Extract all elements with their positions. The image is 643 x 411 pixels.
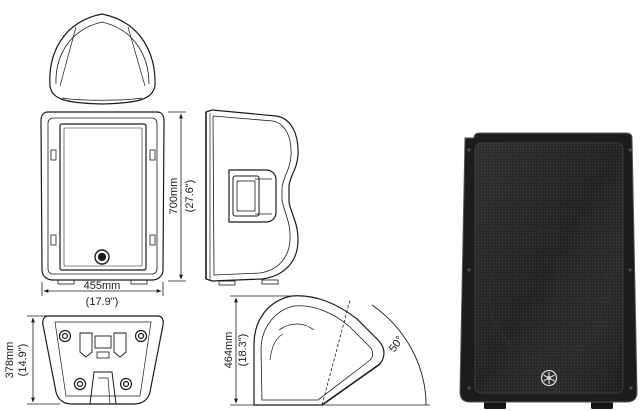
dimension-lines bbox=[27, 111, 290, 406]
brand-logo-icon bbox=[540, 369, 558, 387]
tilt-height-mm-label: 464mm bbox=[223, 332, 235, 369]
rear-view-drawing bbox=[40, 111, 165, 285]
height-in-label: (27.6") bbox=[184, 180, 196, 213]
top-view-drawing bbox=[49, 13, 156, 105]
width-in-label: (17.9") bbox=[86, 296, 119, 308]
depth-in-label: (14.9") bbox=[17, 344, 29, 377]
speaker-product-photo bbox=[459, 132, 638, 409]
depth-mm-label: 378mm bbox=[4, 342, 16, 379]
monitor-tilt-view-drawing bbox=[253, 295, 385, 406]
height-mm-label: 700mm bbox=[168, 178, 180, 215]
width-mm-label: 455mm bbox=[84, 280, 121, 292]
bottom-view-drawing bbox=[42, 315, 164, 405]
tilt-height-in-label: (18.3") bbox=[237, 334, 249, 367]
side-view-drawing bbox=[205, 109, 299, 286]
tilt-angle-label: 50° bbox=[387, 334, 406, 355]
tilt-angle-guides bbox=[321, 299, 430, 406]
